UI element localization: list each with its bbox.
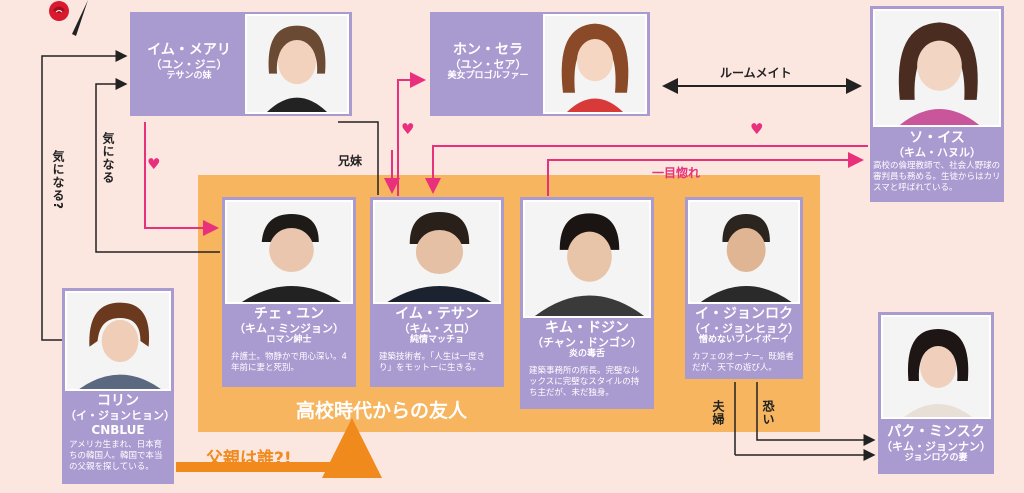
character-actor: （キム・ミンジョン） <box>234 322 344 335</box>
portrait-dojin <box>523 200 651 318</box>
heart-icon: ♥ <box>401 120 415 138</box>
character-actor: （イ・ジョンヒョン） <box>65 409 175 422</box>
curious-label: 気になる <box>101 132 115 184</box>
character-actor: （キム・ハヌル） <box>893 146 981 159</box>
couple-label: 夫婦 <box>711 400 725 426</box>
curious-q-label: 気になる? <box>51 150 65 210</box>
character-info-jongrok: イ・ジョンロク （イ・ジョンヒョク） 憎めないプレイボーイ カフェのオーナー。既… <box>688 306 800 374</box>
character-info-colin: コリン （イ・ジョンヒョン） CNBLUE アメリカ生まれ、日本育ちの韓国人。韓… <box>65 393 175 473</box>
scary-label: 恐い <box>761 400 775 426</box>
portrait-minsuk <box>881 315 991 419</box>
character-role: テサンの妹 <box>166 71 212 81</box>
character-desc: 弁護士。物静かで用心深い。4年前に妻と死別。 <box>231 352 347 373</box>
character-desc: 高校の倫理教師で、社会人野球の審判員も務める。生徒からはカリスマと呼ばれている。 <box>873 161 1001 193</box>
character-name: イム・テサン <box>395 306 479 322</box>
friends-group-label: 高校時代からの友人 <box>296 400 468 422</box>
character-actor: （ユン・セア） <box>449 58 527 71</box>
character-actor: （キム・ジョンナン） <box>881 440 991 453</box>
heart-icon: ♥ <box>147 155 161 173</box>
character-info-tesan: イム・テサン （キム・スロ） 純情マッチョ 建築技術者。「人生は一度きり」をモッ… <box>373 306 501 374</box>
portrait-mari <box>245 14 349 114</box>
character-name: ホン・セラ <box>453 42 523 58</box>
character-role: 美女プロゴルファー <box>447 71 529 81</box>
character-desc: カフェのオーナー。既婚者だが、天下の遊び人。 <box>692 352 794 373</box>
portrait-chae <box>225 200 353 304</box>
character-role: 憎めないプレイボーイ <box>698 335 789 345</box>
character-name: キム・ドジン <box>545 320 629 336</box>
character-actor: （キム・スロ） <box>398 322 476 335</box>
character-desc: 建築事務所の所長。完璧なルックスに完璧なスタイルの持ち主だが、未だ独身。 <box>529 366 640 398</box>
character-role: ジョンロクの妻 <box>904 453 968 463</box>
character-name: コリン <box>97 393 139 409</box>
character-actor: （イ・ジョンヒョク） <box>689 322 799 335</box>
character-desc: アメリカ生まれ、日本育ちの韓国人。韓国で本当の父親を探している。 <box>69 440 163 472</box>
character-role: CNBLUE <box>91 423 145 437</box>
who-father-label: 父親は誰?! <box>206 449 292 469</box>
character-name: イム・メアリ <box>147 42 231 58</box>
character-info-chae: チェ・ユン （キム・ミンジョン） ロマン紳士 弁護士。物静かで用心深い。4年前に… <box>225 306 353 374</box>
heart-icon: ♥ <box>750 120 764 138</box>
character-name: チェ・ユン <box>254 306 324 322</box>
portrait-tesan <box>373 200 501 304</box>
character-name: ソ・イス <box>909 130 965 146</box>
love-at-first-sight-label: 一目惚れ <box>652 166 701 180</box>
character-info-minsuk: パク・ミンスク （キム・ジョンナン） ジョンロクの妻 <box>881 424 991 464</box>
roommate-label: ルームメイト <box>720 66 792 80</box>
character-role: 純情マッチョ <box>409 335 464 345</box>
character-role: 炎の毒舌 <box>568 349 605 359</box>
character-role: ロマン紳士 <box>266 335 312 345</box>
rose-icon <box>42 0 90 38</box>
character-info-soisu: ソ・イス （キム・ハヌル） 高校の倫理教師で、社会人野球の審判員も務める。生徒か… <box>873 130 1001 194</box>
character-name: イ・ジョンロク <box>695 306 793 322</box>
portrait-soisu <box>873 9 1001 127</box>
portrait-sera <box>543 14 647 114</box>
siblings-label: 兄妹 <box>338 154 363 168</box>
character-info-sera: ホン・セラ （ユン・セア） 美女プロゴルファー <box>433 42 543 82</box>
character-info-mari: イム・メアリ （ユン・ジニ） テサンの妹 <box>133 42 245 82</box>
character-info-dojin: キム・ドジン （チャン・ドンゴン） 炎の毒舌 建築事務所の所長。完璧なルックスに… <box>523 320 651 399</box>
character-actor: （ユン・ジニ） <box>150 58 228 71</box>
portrait-jongrok <box>688 200 800 304</box>
character-actor: （チャン・ドンゴン） <box>532 336 642 349</box>
character-desc: 建築技術者。「人生は一度きり」をモットーに生きる。 <box>379 352 486 373</box>
character-name: パク・ミンスク <box>887 424 985 440</box>
portrait-colin <box>65 291 171 391</box>
